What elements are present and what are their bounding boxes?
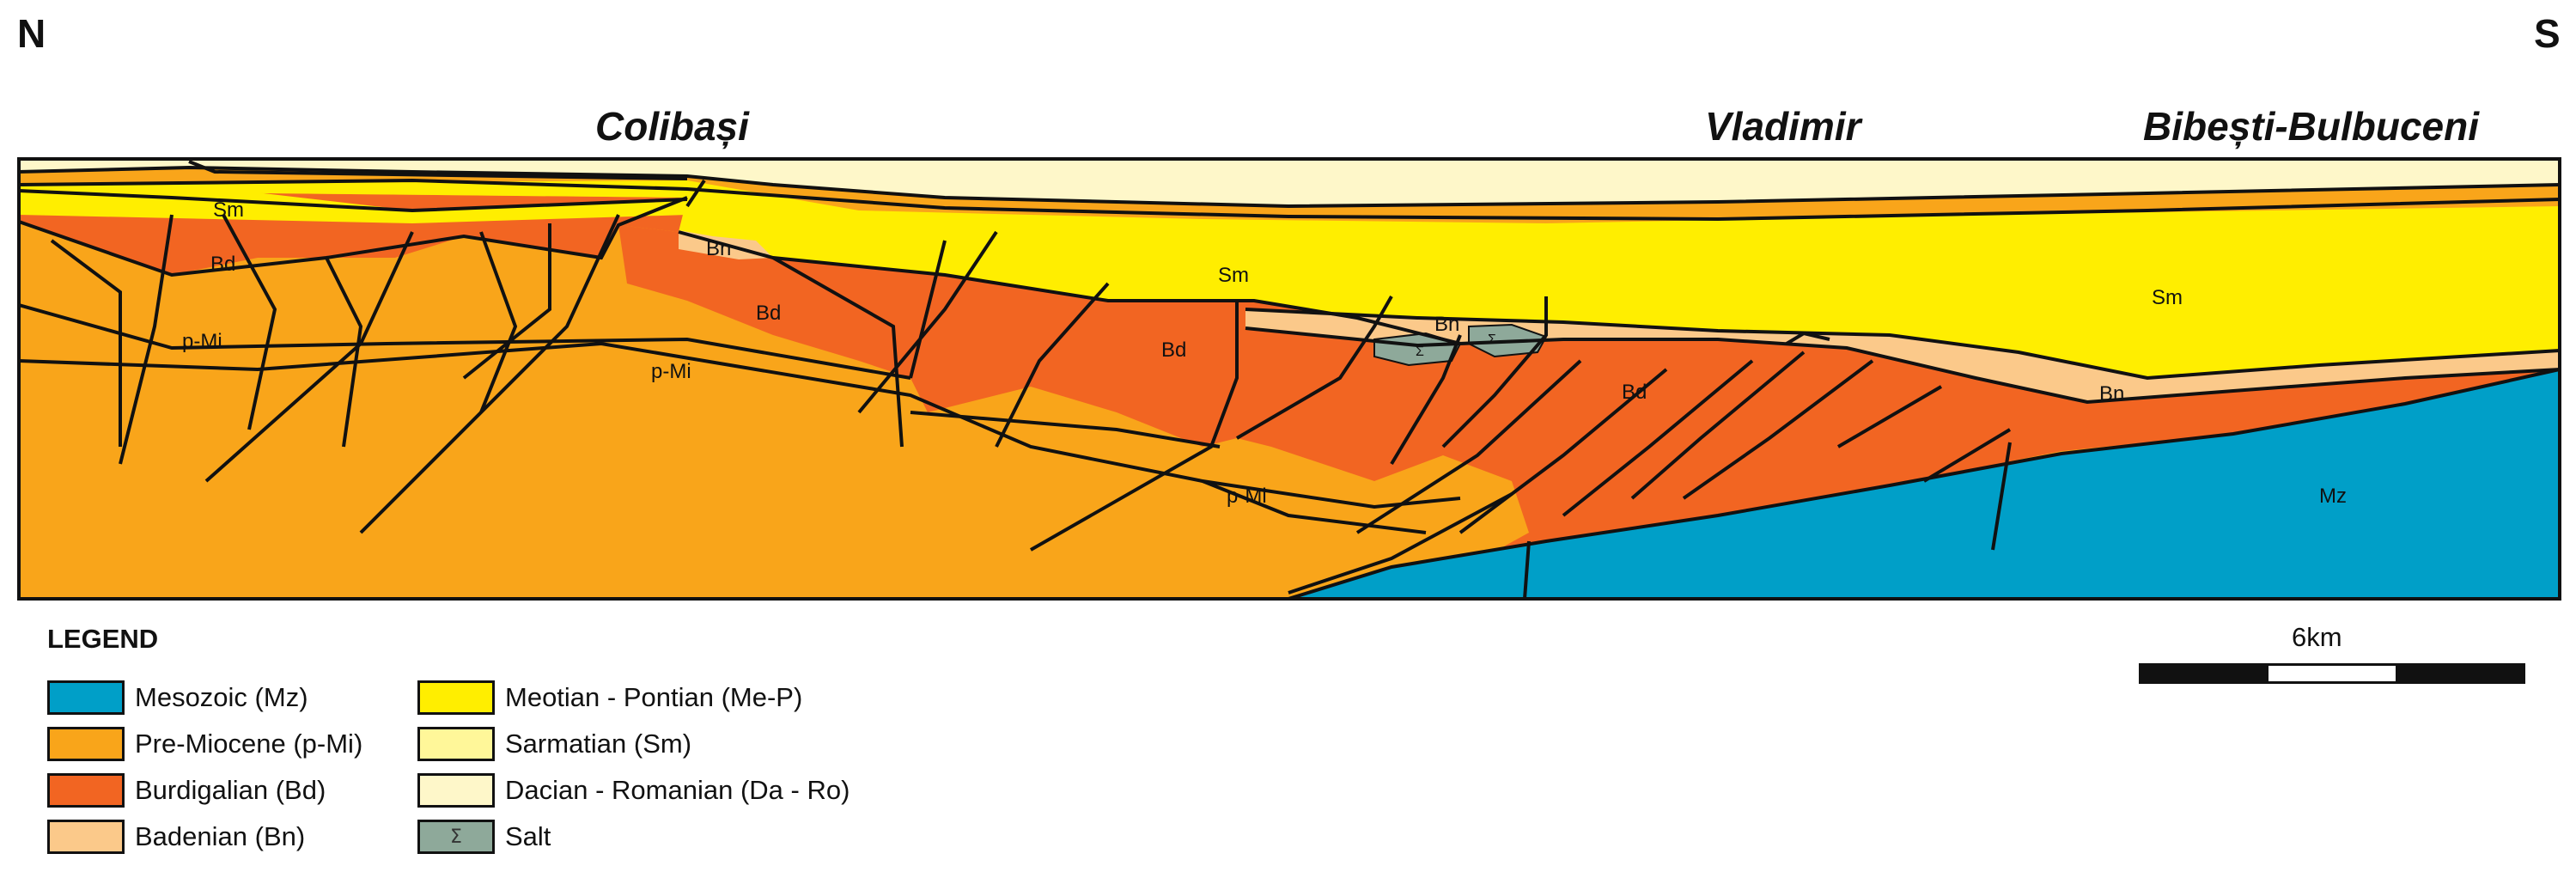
legend-item-badenian: Badenian (Bn): [47, 820, 305, 854]
label-sm-east: Sm: [2152, 286, 2183, 309]
contact-lines: [19, 160, 2560, 599]
legend-label-badenian: Badenian (Bn): [135, 821, 306, 851]
unit-mesozoic: [1288, 369, 2560, 599]
label-bd-west: Bd: [210, 253, 235, 276]
label-pmi-west: p-Mi: [182, 330, 222, 353]
south-label: S: [2534, 11, 2561, 56]
scale-label: 6km: [2292, 622, 2342, 652]
legend-label-sarmatian: Sarmatian (Sm): [505, 729, 692, 759]
locality-bibesti-bulbuceni: Bibești-Bulbuceni: [2143, 104, 2480, 149]
locality-colibasi: Colibași: [595, 104, 749, 149]
legend-swatch-badenian: [47, 820, 125, 854]
scale-segment-3: [2396, 666, 2523, 681]
label-sm-central: Sm: [1218, 264, 1249, 287]
label-bd-east: Bd: [1161, 338, 1186, 362]
legend-label-mesozoic: Mesozoic (Mz): [135, 682, 308, 712]
label-bn-west: Bn: [706, 237, 731, 260]
legend-swatch-burdigalian: [47, 773, 125, 808]
scale-segment-2: [2268, 666, 2396, 681]
legend-item-meotian-pontian: Meotian - Pontian (Me-P): [417, 680, 802, 715]
legend-item-salt: Σ Salt: [417, 820, 551, 854]
label-sm-west: Sm: [213, 198, 244, 222]
legend-label-burdigalian: Burdigalian (Bd): [135, 775, 326, 805]
salt-symbol-1: Σ: [1416, 345, 1424, 359]
legend-swatch-sarmatian: [417, 727, 495, 761]
section-frame: [17, 157, 2561, 601]
legend-swatch-salt: Σ: [417, 820, 495, 854]
legend-label-salt: Salt: [505, 821, 551, 851]
unit-sarmatian-west: [19, 185, 687, 223]
label-bn-central: Bn: [1434, 313, 1459, 336]
legend-item-dacian-romanian: Dacian - Romanian (Da - Ro): [417, 773, 850, 808]
legend-label-pre-miocene: Pre-Miocene (p-Mi): [135, 729, 363, 759]
legend-item-sarmatian: Sarmatian (Sm): [417, 727, 691, 761]
label-pmi-east: p-Mi: [1227, 485, 1267, 508]
label-pmi-central: p-Mi: [651, 360, 691, 383]
legend-item-mesozoic: Mesozoic (Mz): [47, 680, 308, 715]
locality-vladimir: Vladimir: [1705, 104, 1861, 149]
fault-lines: [50, 179, 2012, 599]
legend-item-pre-miocene: Pre-Miocene (p-Mi): [47, 727, 362, 761]
label-mz: Mz: [2319, 485, 2347, 508]
legend-item-burdigalian: Burdigalian (Bd): [47, 773, 326, 808]
label-bd-south: Bd: [1622, 381, 1647, 404]
legend-title: LEGEND: [47, 624, 159, 654]
north-label: N: [17, 11, 46, 56]
unit-badenian: [1245, 309, 2560, 402]
legend-swatch-dacian-romanian: [417, 773, 495, 808]
legend-label-dacian-romanian: Dacian - Romanian (Da - Ro): [505, 775, 850, 805]
scale-segment-1: [2141, 666, 2268, 681]
legend-swatch-pre-miocene: [47, 727, 125, 761]
legend-swatch-meotian-pontian: [417, 680, 495, 715]
unit-meotian-pontian: [19, 180, 2560, 382]
scale-bar: [2139, 663, 2525, 684]
salt-symbol-2: Σ: [1488, 332, 1496, 347]
label-bn-east: Bn: [2099, 382, 2124, 406]
unit-burdigalian-central: [618, 225, 2560, 599]
legend-swatch-mesozoic: [47, 680, 125, 715]
unit-dacian-romanian: [19, 159, 2560, 206]
label-bd-central: Bd: [756, 302, 781, 325]
legend-label-meotian-pontian: Meotian - Pontian (Me-P): [505, 682, 803, 712]
